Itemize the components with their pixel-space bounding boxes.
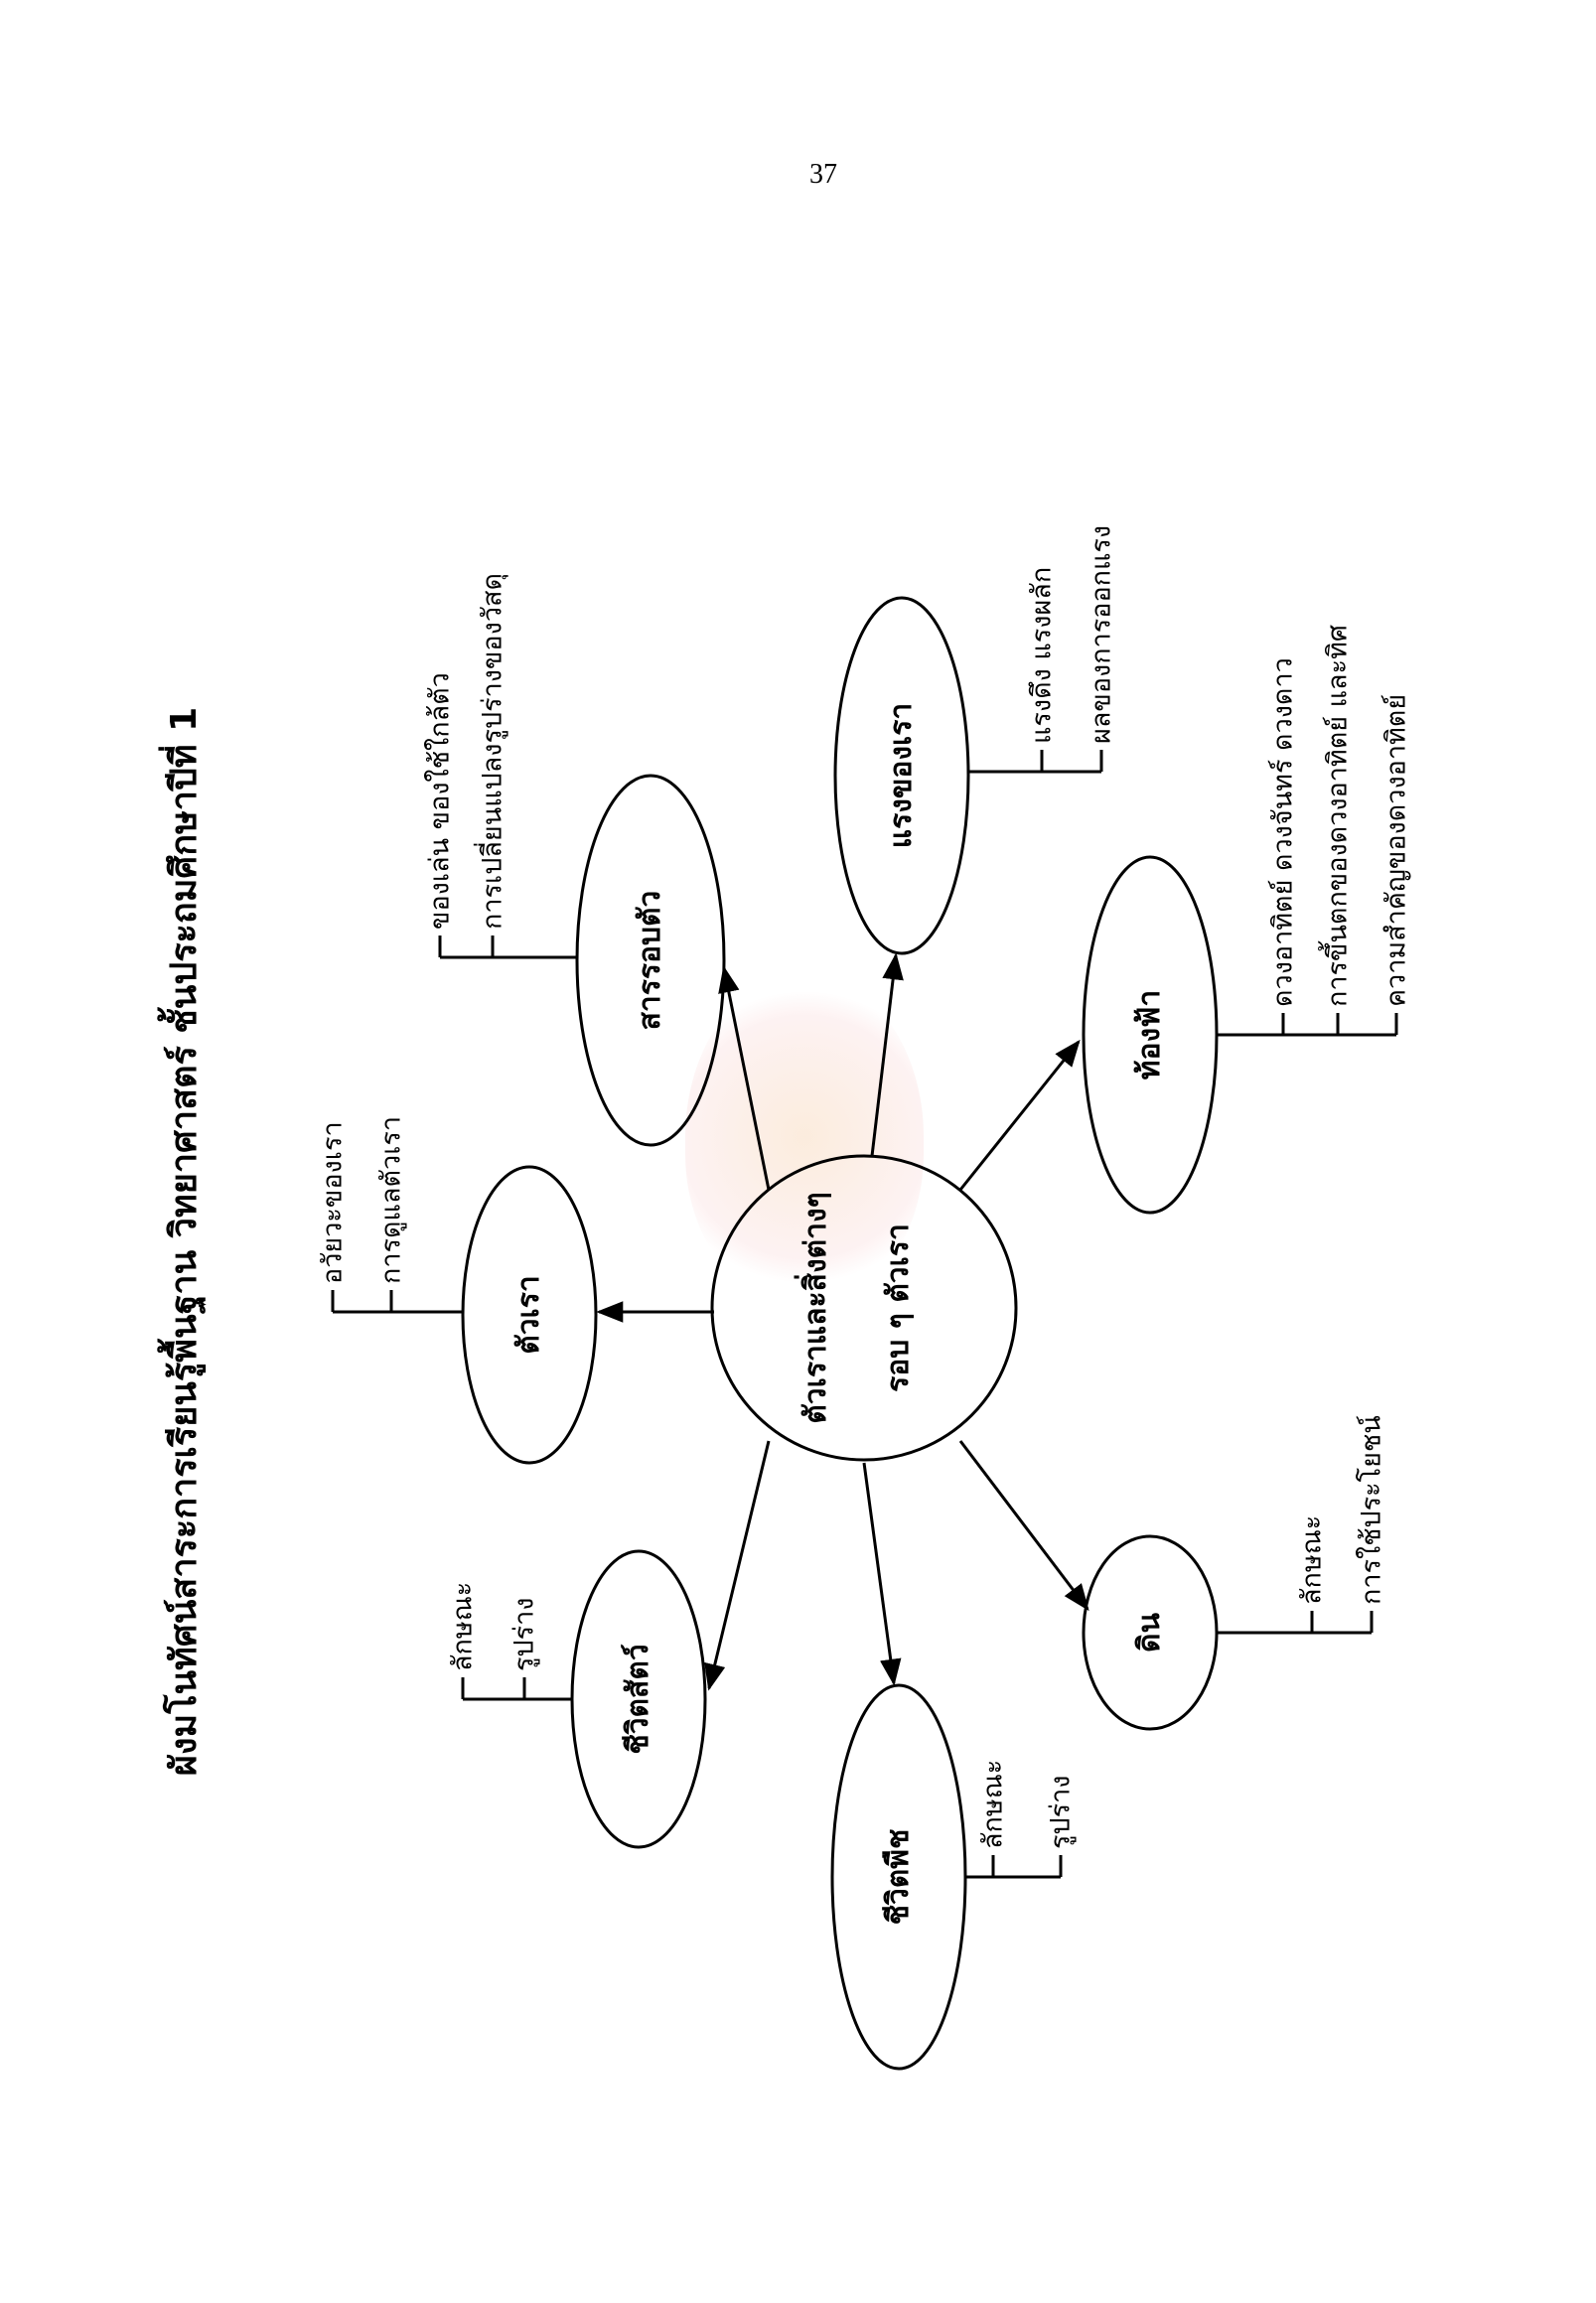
node-subitem-text: ลักษณะ [977,1759,1009,1849]
page-number: 37 [809,159,837,190]
arrow [958,1039,1081,1191]
node-subitem-text: ของเล่น ของใช้ใกล้ตัว [424,672,456,930]
node-subitem-text: การใช้ประโยชน์ [1356,1415,1387,1605]
node-label-text: ชีวิตพืช [881,1828,916,1926]
node-subitem-text: การดูแลตัวเรา [375,1115,407,1284]
node-subitem-text: แรงดึง แรงผลัก [1026,566,1058,744]
node-subitem-text: ลักษณะ [447,1581,479,1671]
arrow [718,965,771,1191]
arrow [862,1462,902,1686]
node-label-text: สารรอบตัว [633,890,667,1031]
node-ellipse [461,1165,598,1465]
node-subitem-text: การเปลี่ยนแปลงรูปร่างของวัสดุ [477,573,508,930]
node-subitem-text: ความสำคัญของดวงอาทิตย์ [1380,693,1412,1007]
arrow [870,952,904,1157]
node-label-text: ท้องฟ้า [1132,989,1167,1080]
node-label-text: ตัวเรา [511,1275,546,1355]
node-label-text: ชีวิตสัตว์ [621,1644,655,1755]
node-ellipse [575,774,726,1147]
center-circle [710,1154,1018,1462]
node-subitem-text: การขึ้นตกของดวงอาทิตย์ และทิศ [1322,624,1354,1007]
center-label-line1-text: ตัวเราและสิ่งต่างๆ [798,1192,833,1424]
node-subitem-text: รูปร่าง [508,1597,540,1672]
node-label-text: ดิน [1132,1613,1167,1653]
arrow [958,1440,1089,1612]
node-subitem-text: อวัยวะของเรา [317,1121,349,1284]
node-subitem-text: ลักษณะ [1296,1514,1328,1605]
arrow [704,1440,771,1691]
center-label-line2-text: รอบ ๆ ตัวเรา [881,1223,916,1392]
node-subitem-text: รูปร่าง [1045,1775,1077,1850]
node-subitem-text: ดวงอาทิตย์ ดวงจันทร์ ดวงดาว [1267,657,1299,1007]
node-label-text: แรงของเรา [884,702,919,849]
node-subitem-text: ผลของการออกแรง [1086,524,1117,744]
